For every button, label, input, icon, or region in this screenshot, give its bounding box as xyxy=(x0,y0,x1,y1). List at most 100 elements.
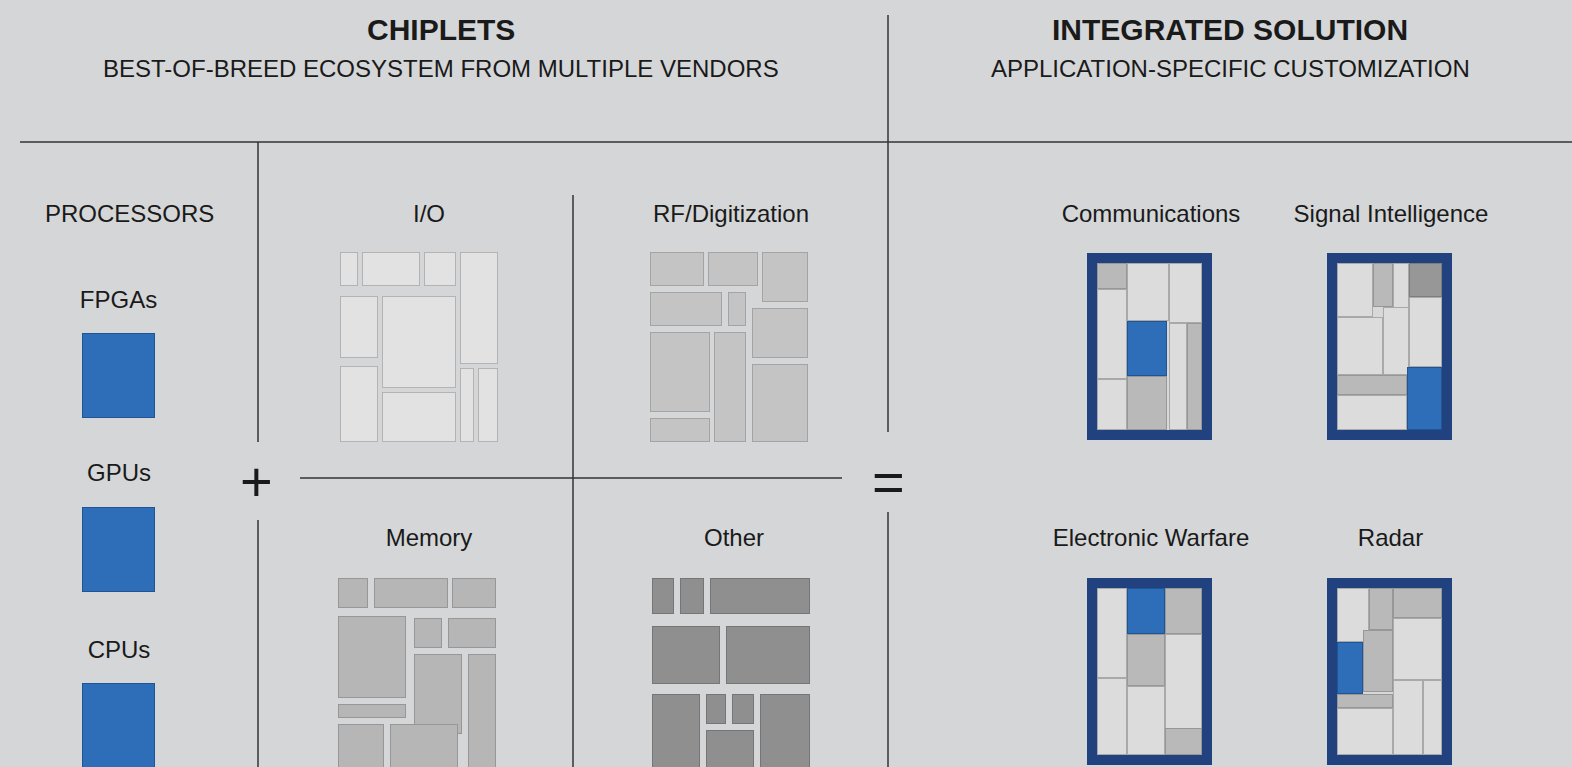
chiplet-tile xyxy=(1338,318,1383,375)
chiplet-tile xyxy=(1128,687,1165,755)
chiplet-tile xyxy=(415,619,442,648)
chiplet-tile xyxy=(1128,635,1165,686)
node-label: Radar xyxy=(1357,523,1424,552)
node-label: Electronic Warfare xyxy=(1052,523,1250,552)
chiplet-group: RF/Digitization xyxy=(648,199,812,442)
chiplet-tile xyxy=(733,695,754,724)
chiplet-tile xyxy=(709,253,758,286)
section-heading: CHIPLETS xyxy=(367,12,515,48)
chiplet-tile xyxy=(415,655,462,734)
package-substrate xyxy=(1097,588,1202,755)
header-rule xyxy=(20,141,1572,143)
chiplet-tile xyxy=(383,393,456,442)
section-heading: BEST-OF-BREED ECOSYSTEM FROM MULTIPLE VE… xyxy=(103,54,779,83)
section-heading: INTEGRATED SOLUTION xyxy=(1052,12,1408,48)
chiplet-tile xyxy=(1128,322,1167,376)
chiplet-tile xyxy=(425,253,456,286)
chiplet-tile xyxy=(1374,264,1393,307)
chiplet-mosaic xyxy=(340,252,500,442)
chiplet-mosaic xyxy=(1087,253,1212,440)
chiplet-tile xyxy=(1098,679,1127,755)
processor-chiplet: CPUs xyxy=(82,635,155,767)
chiplet-tile xyxy=(653,695,700,767)
node-label: Signal Intelligence xyxy=(1293,199,1489,228)
chiplet-tile xyxy=(341,367,378,442)
chiplet-tile xyxy=(1098,290,1127,379)
chiplet-tile xyxy=(1338,643,1363,694)
chiplet-tile xyxy=(469,655,496,767)
chiplet-tile xyxy=(461,253,498,364)
chiplet-tile xyxy=(339,579,368,608)
chiplet-tile xyxy=(363,253,420,286)
processor-die xyxy=(82,333,155,418)
chiplet-tile xyxy=(1338,396,1407,430)
chiplet-tile xyxy=(1410,298,1442,367)
chiplet-tile xyxy=(651,293,722,326)
chiplet-tile xyxy=(461,369,474,442)
chiplet-tile xyxy=(1394,681,1423,755)
chiplet-tile xyxy=(1098,380,1127,430)
chiplet-tile xyxy=(1166,635,1202,755)
chiplet-tile xyxy=(1384,308,1409,375)
chiplet-tile xyxy=(651,333,710,412)
chiplet-tile xyxy=(1424,681,1442,755)
chiplet-tile xyxy=(449,619,496,648)
chiplet-tile xyxy=(1128,589,1165,634)
operator-symbol: = xyxy=(872,448,905,515)
grid-rule xyxy=(572,195,574,767)
node-label: FPGAs xyxy=(79,285,158,314)
chiplet-tile xyxy=(339,617,406,698)
processor-chiplet: FPGAs xyxy=(75,285,160,418)
column-divider xyxy=(257,520,259,767)
chiplet-group: Memory xyxy=(338,523,496,767)
chiplet-tile xyxy=(651,419,710,442)
column-heading: PROCESSORS xyxy=(45,199,214,228)
chiplet-tile xyxy=(1170,324,1187,430)
chiplet-tile xyxy=(715,333,746,442)
chiplet-group: Other xyxy=(652,523,810,767)
node-label: Memory xyxy=(385,523,473,552)
node-label: GPUs xyxy=(86,458,152,487)
chiplet-mosaic xyxy=(338,578,496,767)
integrated-package: Communications xyxy=(1057,199,1244,440)
chiplet-tile xyxy=(653,579,674,614)
chiplet-tile xyxy=(341,253,358,286)
chiplet-tile xyxy=(1338,376,1407,395)
chiplet-tile xyxy=(711,579,810,614)
chiplet-tile xyxy=(1338,709,1393,755)
chiplet-tile xyxy=(341,297,378,358)
chiplet-tile xyxy=(681,579,704,614)
package-substrate xyxy=(1337,263,1442,430)
chiplet-tile xyxy=(753,365,808,442)
section-divider xyxy=(887,512,889,767)
chiplet-mosaic xyxy=(1327,578,1452,765)
integrated-package: Signal Intelligence xyxy=(1289,199,1492,440)
chiplet-mosaic xyxy=(652,578,810,767)
grid-rule xyxy=(300,477,842,479)
processor-die xyxy=(82,507,155,592)
chiplet-tile xyxy=(1128,377,1167,430)
package-frame xyxy=(1327,578,1452,765)
section-divider xyxy=(887,15,889,432)
node-label: Communications xyxy=(1061,199,1241,228)
node-label: I/O xyxy=(412,199,446,228)
chiplet-mosaic xyxy=(1087,578,1212,765)
chiplet-tile xyxy=(1370,589,1393,630)
chiplet-tile xyxy=(707,695,726,724)
chiplet-mosaic xyxy=(650,252,810,442)
chiplet-tile xyxy=(707,731,754,767)
chiplet-tile xyxy=(383,297,456,388)
integrated-package: Electronic Warfare xyxy=(1048,523,1253,765)
operator-symbol: + xyxy=(240,448,273,515)
chiplet-tile xyxy=(339,725,384,767)
node-label: RF/Digitization xyxy=(652,199,810,228)
package-frame xyxy=(1327,253,1452,440)
processor-chiplet: GPUs xyxy=(82,458,155,592)
chiplet-tile xyxy=(1166,729,1202,755)
processor-die xyxy=(82,683,155,767)
chiplet-tile xyxy=(339,705,406,718)
chiplet-mosaic xyxy=(1327,253,1452,440)
chiplet-tile xyxy=(651,253,704,286)
chiplet-tile xyxy=(391,725,458,767)
package-substrate xyxy=(1337,588,1442,755)
